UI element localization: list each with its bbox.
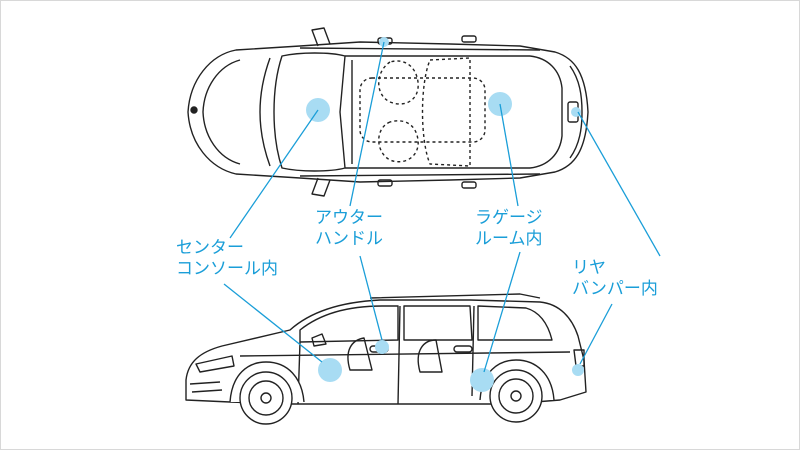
marker-outer-handle-side [375,340,389,354]
wheels [239,369,543,425]
marker-rear-bumper-side [572,364,584,376]
marker-rear-bumper-top [571,107,581,117]
leader-lines [223,41,661,373]
label-center-console: センター コンソール内 [176,238,278,280]
label-center-console-line1: センター [176,238,244,258]
marker-center-console-side [318,358,342,382]
label-center-console-line2: コンソール内 [176,259,278,279]
label-luggage-room-line2: ルーム内 [475,229,543,249]
car-top-view [187,27,589,197]
label-rear-bumper-line1: リヤ [572,258,606,278]
label-rear-bumper-line2: バンパー内 [572,279,658,299]
label-luggage-room-line1: ラゲージ [475,208,543,228]
label-rear-bumper: リヤ バンパー内 [572,258,658,300]
label-outer-handle: アウター ハンドル [315,208,383,250]
label-outer-handle-line1: アウター [315,208,383,228]
label-outer-handle-line2: ハンドル [315,229,383,249]
marker-luggage-room-side [470,368,494,392]
label-luggage-room: ラゲージ ルーム内 [475,208,543,250]
